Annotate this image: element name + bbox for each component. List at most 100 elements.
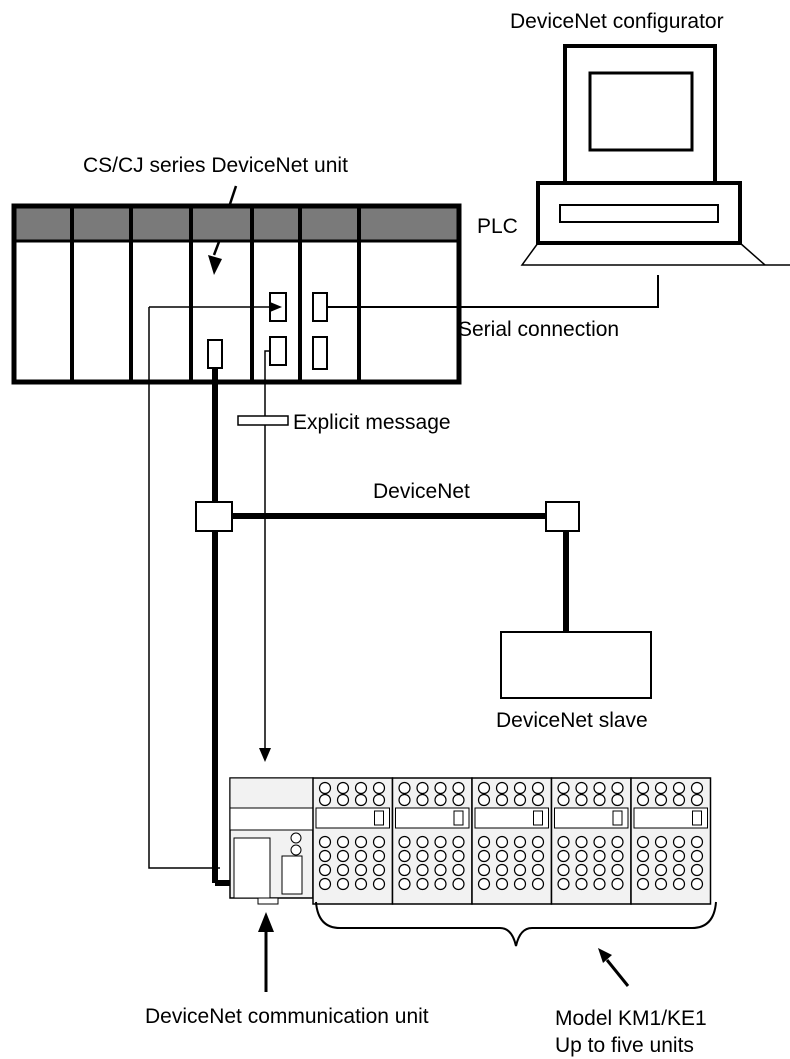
terminal-screw — [398, 781, 411, 795]
communication-unit — [229, 777, 314, 905]
terminal-screw — [398, 849, 411, 863]
terminal-screw — [416, 877, 429, 891]
terminal-screw — [636, 849, 650, 863]
terminal-screw — [654, 793, 668, 807]
terminal-screw — [531, 835, 545, 849]
module-display — [315, 807, 390, 829]
terminal-screw — [416, 835, 429, 849]
terminal-screw — [372, 835, 386, 849]
terminal-screw — [611, 877, 624, 891]
terminal-screw — [477, 781, 491, 795]
terminal-screw — [477, 849, 491, 863]
km1-ke1-modules — [312, 777, 712, 905]
terminal-screw — [593, 863, 606, 877]
terminal-screw — [495, 835, 509, 849]
modules-brace — [315, 901, 717, 947]
terminal-screw — [690, 793, 704, 807]
km1-ke1-module — [471, 777, 553, 905]
terminal-screw — [398, 793, 411, 807]
terminal-screw — [372, 863, 386, 877]
terminal-screw — [477, 835, 491, 849]
devicenet-unit-arrowhead — [208, 255, 222, 275]
terminal-screw — [531, 863, 545, 877]
terminal-screw — [318, 849, 332, 863]
comm-unit-label: DeviceNet communication unit — [145, 1005, 429, 1028]
terminal-screw — [434, 781, 447, 795]
terminal-screw — [593, 781, 606, 795]
terminal-screw — [636, 793, 650, 807]
terminal-screw — [593, 849, 606, 863]
monitor-screen — [588, 71, 694, 152]
km1-ke1-module — [312, 777, 394, 905]
terminal-screw — [354, 877, 368, 891]
terminal-screw — [495, 863, 509, 877]
terminal-screw — [531, 781, 545, 795]
module-display — [554, 807, 629, 829]
terminal-screw — [531, 793, 545, 807]
serial-port — [312, 292, 328, 322]
module-indicator — [692, 810, 702, 826]
terminal-screw — [672, 793, 686, 807]
terminal-screw — [672, 863, 686, 877]
terminal-screw — [654, 877, 668, 891]
terminal-screw — [654, 863, 668, 877]
terminal-screw — [495, 849, 509, 863]
terminal-screw — [672, 849, 686, 863]
terminal-screw — [654, 849, 668, 863]
terminal-screw — [318, 781, 332, 795]
terminal-screw — [495, 793, 509, 807]
terminal-screw — [513, 835, 527, 849]
devicenet-slave — [500, 631, 652, 699]
terminal-screw — [672, 781, 686, 795]
plc-rack — [11, 203, 462, 385]
devicenet-label: DeviceNet — [373, 480, 470, 503]
config-path-down — [148, 307, 220, 869]
plc-frame — [11, 203, 462, 385]
terminal-screw — [495, 877, 509, 891]
terminal-screw — [336, 863, 350, 877]
devicenet-port — [207, 339, 223, 369]
module-display — [395, 807, 470, 829]
terminal-screw — [372, 877, 386, 891]
drive-slot — [559, 204, 719, 223]
terminal-screw — [575, 835, 588, 849]
configurator-computer — [520, 44, 790, 266]
terminal-screw — [452, 781, 465, 795]
terminal-screw — [318, 863, 332, 877]
model-arrow — [605, 959, 630, 987]
serial-cable — [327, 275, 659, 308]
terminal-screw — [513, 849, 527, 863]
terminal-screw — [593, 877, 606, 891]
terminal-screw — [372, 793, 386, 807]
terminal-screw — [575, 877, 588, 891]
terminal-screw — [318, 877, 332, 891]
module-indicator — [612, 810, 623, 826]
terminal-screw — [611, 793, 624, 807]
terminal-screw — [611, 835, 624, 849]
terminal-screw — [690, 877, 704, 891]
terminal-screw — [513, 863, 527, 877]
devicenet-unit-label: CS/CJ series DeviceNet unit — [83, 154, 348, 177]
terminal-screw — [654, 781, 668, 795]
module-indicator — [374, 810, 384, 826]
terminal-screw — [575, 793, 588, 807]
module-indicator — [453, 810, 464, 826]
terminal-screw — [557, 877, 570, 891]
terminal-screw — [672, 835, 686, 849]
terminal-screw — [575, 781, 588, 795]
terminal-screw — [636, 863, 650, 877]
terminal-screw — [557, 835, 570, 849]
terminal-screw — [654, 835, 668, 849]
terminal-screw — [452, 793, 465, 807]
km1-ke1-module — [630, 777, 712, 905]
terminal-screw — [452, 877, 465, 891]
terminal-screw — [611, 781, 624, 795]
terminal-screw — [336, 835, 350, 849]
terminal-screw — [513, 793, 527, 807]
terminal-screw — [354, 781, 368, 795]
terminal-screw — [636, 781, 650, 795]
explicit-message-arrowhead — [259, 748, 271, 762]
module-indicator — [533, 810, 543, 826]
